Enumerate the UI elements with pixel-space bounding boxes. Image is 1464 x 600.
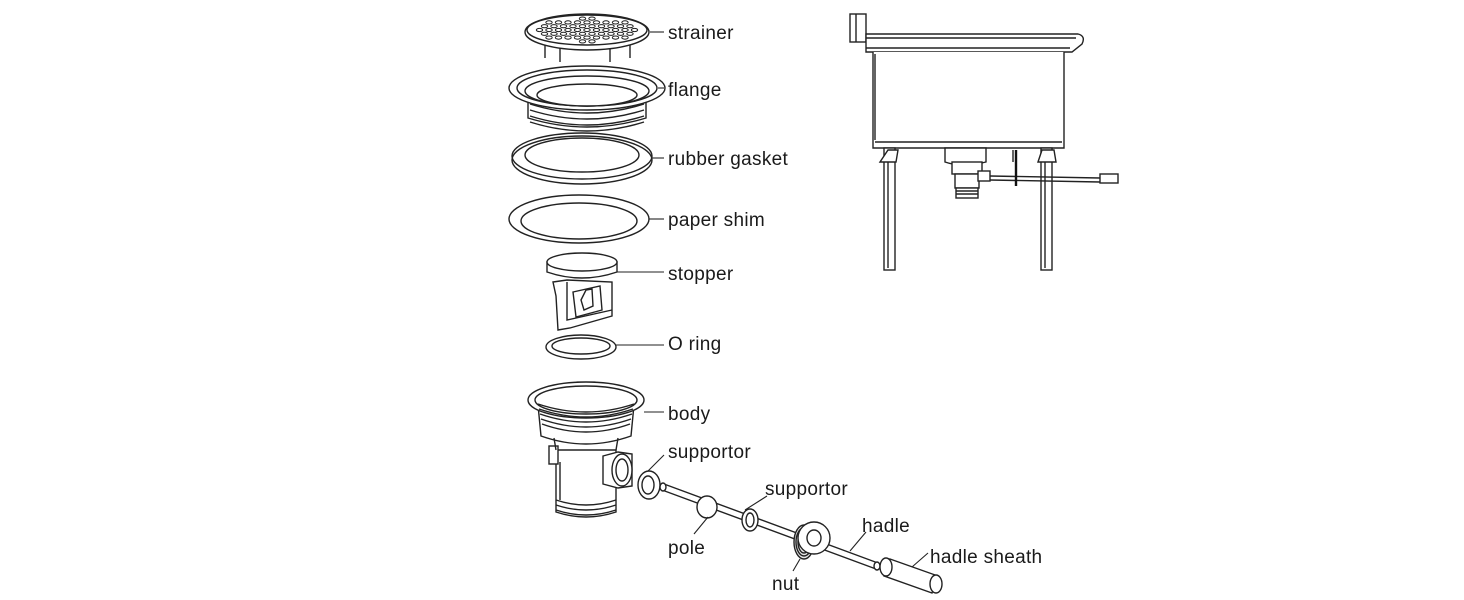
label-hadle-sheath: hadle sheath	[930, 547, 1042, 568]
strainer-hole	[592, 35, 601, 40]
strainer-hole	[588, 16, 596, 21]
strainer-hole	[554, 27, 563, 33]
strainer-hole	[540, 24, 549, 29]
strainer-hole	[588, 24, 596, 29]
paper-shim-part	[508, 194, 650, 244]
strainer-hole	[545, 35, 553, 40]
strainer-hole	[540, 31, 549, 36]
label-rubber-gasket: rubber gasket	[668, 149, 789, 170]
installed-sink-view	[849, 13, 1119, 271]
strainer-hole	[578, 16, 587, 21]
rubber-gasket-part	[511, 132, 653, 185]
strainer-hole	[573, 35, 582, 40]
strainer-hole	[607, 31, 615, 36]
supportor-1-part	[637, 470, 661, 500]
strainer-hole	[611, 20, 620, 25]
strainer-hole	[559, 31, 568, 36]
strainer-hole	[559, 24, 568, 29]
strainer-hole	[545, 27, 553, 33]
label-nut: nut	[772, 574, 800, 595]
strainer-hole	[621, 35, 629, 40]
strainer-hole	[578, 24, 587, 29]
body-part	[527, 381, 645, 518]
strainer-hole	[592, 20, 601, 25]
strainer-hole	[588, 39, 596, 44]
stopper-part	[546, 252, 618, 331]
label-body: body	[668, 404, 711, 425]
strainer-hole	[616, 31, 625, 36]
strainer-holes	[535, 16, 639, 44]
strainer-hole	[554, 20, 563, 25]
strainer-hole	[602, 27, 610, 33]
strainer-part	[524, 13, 650, 62]
strainer-hole	[611, 27, 620, 33]
label-pole: pole	[668, 538, 705, 559]
strainer-hole	[569, 24, 577, 29]
strainer-hole	[602, 20, 610, 25]
label-supportor-2: supportor	[765, 479, 848, 500]
strainer-hole	[630, 27, 639, 33]
strainer-hole	[611, 35, 620, 40]
strainer-hole	[550, 24, 558, 29]
hadle-sheath-part	[879, 557, 943, 594]
label-hadle: hadle	[862, 516, 910, 537]
strainer-hole	[626, 31, 634, 36]
strainer-hole	[592, 27, 601, 33]
pole-assembly	[659, 482, 881, 571]
label-paper-shim: paper shim	[668, 210, 765, 231]
label-flange: flange	[668, 80, 722, 101]
strainer-hole	[583, 35, 591, 40]
strainer-hole	[583, 20, 591, 25]
strainer-hole	[564, 35, 572, 40]
strainer-hole	[545, 20, 553, 25]
label-supportor-1: supportor	[668, 442, 751, 463]
o-ring-part	[545, 334, 617, 360]
strainer-hole	[578, 31, 587, 36]
strainer-hole	[564, 20, 572, 25]
strainer-hole	[626, 24, 634, 29]
strainer-hole	[535, 27, 544, 33]
label-stopper: stopper	[668, 264, 734, 285]
strainer-hole	[588, 31, 596, 36]
strainer-hole	[616, 24, 625, 29]
strainer-hole	[602, 35, 610, 40]
strainer-hole	[564, 27, 572, 33]
strainer-hole	[597, 24, 606, 29]
strainer-hole	[621, 27, 629, 33]
strainer-hole	[573, 27, 582, 33]
label-o-ring: O ring	[668, 334, 722, 355]
flange-part	[508, 65, 666, 132]
strainer-hole	[597, 31, 606, 36]
strainer-hole	[621, 20, 629, 25]
strainer-hole	[573, 20, 582, 25]
strainer-hole	[569, 31, 577, 36]
strainer-hole	[607, 24, 615, 29]
strainer-hole	[578, 39, 587, 44]
strainer-hole	[550, 31, 558, 36]
label-strainer: strainer	[668, 23, 734, 44]
strainer-hole	[583, 27, 591, 33]
strainer-hole	[554, 35, 563, 40]
